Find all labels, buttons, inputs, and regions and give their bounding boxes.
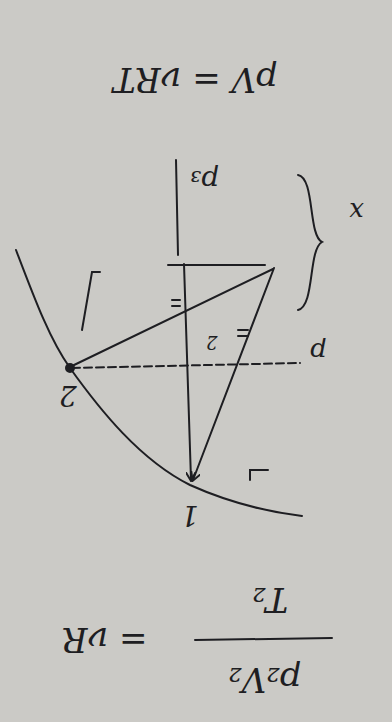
handwritten-label: T₂	[252, 583, 288, 617]
pressure-level	[72, 363, 300, 368]
handwritten-label: pV = νRT	[113, 63, 278, 97]
process-line	[72, 269, 273, 366]
isotherm-curve	[16, 250, 302, 516]
handwritten-label: 2	[59, 381, 77, 409]
tick-mark	[172, 300, 248, 336]
handwritten-label: p	[310, 339, 327, 365]
right-angle-mark	[82, 272, 100, 330]
handwritten-label: 2	[206, 333, 217, 351]
diagonal-line	[193, 268, 274, 480]
handwritten-label: p₂V₂	[228, 663, 302, 697]
handwritten-label: 1	[181, 501, 199, 529]
brace	[298, 175, 322, 310]
isochore-line	[184, 264, 191, 480]
right-angle-mark	[250, 470, 268, 480]
handwritten-label: = νR	[62, 623, 148, 657]
handwritten-label: p₃	[190, 166, 219, 194]
isobar-line	[168, 264, 265, 266]
state-point	[66, 364, 74, 372]
handwritten-label: x	[349, 199, 364, 225]
leader-line	[176, 160, 178, 255]
fraction-bar	[195, 638, 332, 640]
